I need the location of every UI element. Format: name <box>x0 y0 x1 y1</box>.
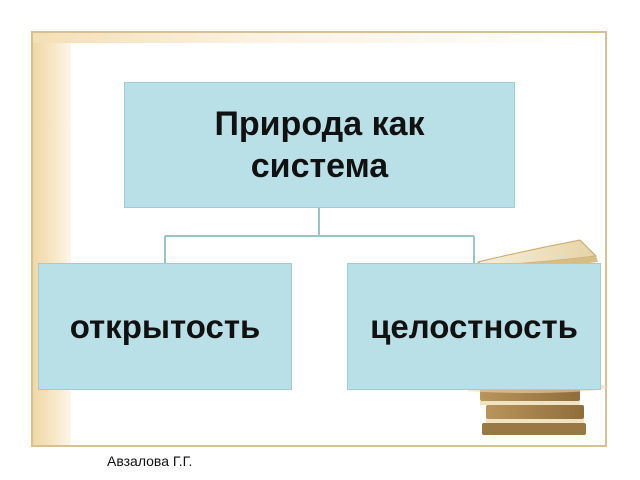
node-child-left-label: открытость <box>69 307 261 345</box>
decorative-top-band <box>33 33 605 43</box>
node-child-right-label: целостность <box>370 307 578 345</box>
node-root-label: Природа как система <box>214 105 425 185</box>
node-child-left: открытость <box>38 263 292 390</box>
node-root: Природа как система <box>124 82 515 208</box>
author-credit: Авзалова Г.Г. <box>107 453 193 469</box>
node-child-right: целостность <box>347 263 601 390</box>
